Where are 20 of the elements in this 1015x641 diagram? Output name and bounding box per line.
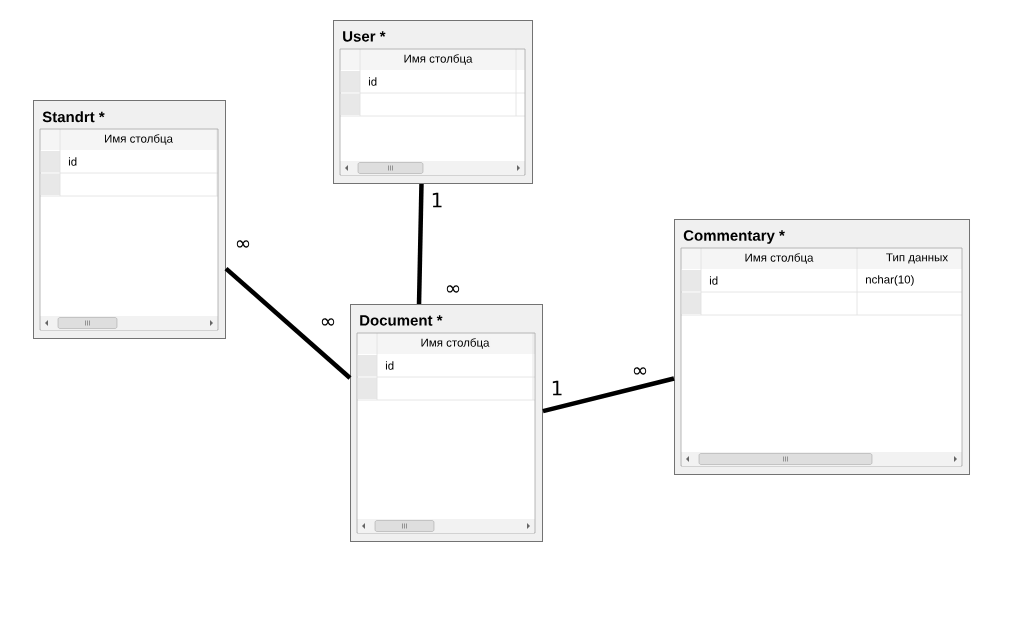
table-cell: id: [708, 275, 720, 286]
table-title: Commentary *: [683, 230, 785, 244]
column-header: Имя столбца: [743, 252, 815, 265]
column-header: Тип данных: [884, 252, 950, 265]
table-title: Standrt *: [42, 111, 105, 123]
table-title: User *: [343, 31, 386, 42]
relationship-line: [542, 376, 675, 414]
column-header: Имя столбца: [402, 53, 474, 66]
cardinality-mark: 1: [552, 380, 562, 396]
relationship-line: [224, 267, 352, 380]
column-header: Имя столбца: [419, 337, 491, 350]
table-cell: nchar(10): [864, 274, 916, 287]
cardinality-mark: ∞: [633, 367, 647, 375]
table-cell: id: [367, 76, 379, 87]
relationship-line: [416, 183, 424, 305]
table-cell: id: [67, 156, 79, 167]
table-cell: id: [384, 360, 396, 371]
cardinality-mark: 1: [432, 192, 442, 208]
column-header: Имя столбца: [103, 133, 174, 146]
table-title: Document *: [360, 315, 443, 326]
